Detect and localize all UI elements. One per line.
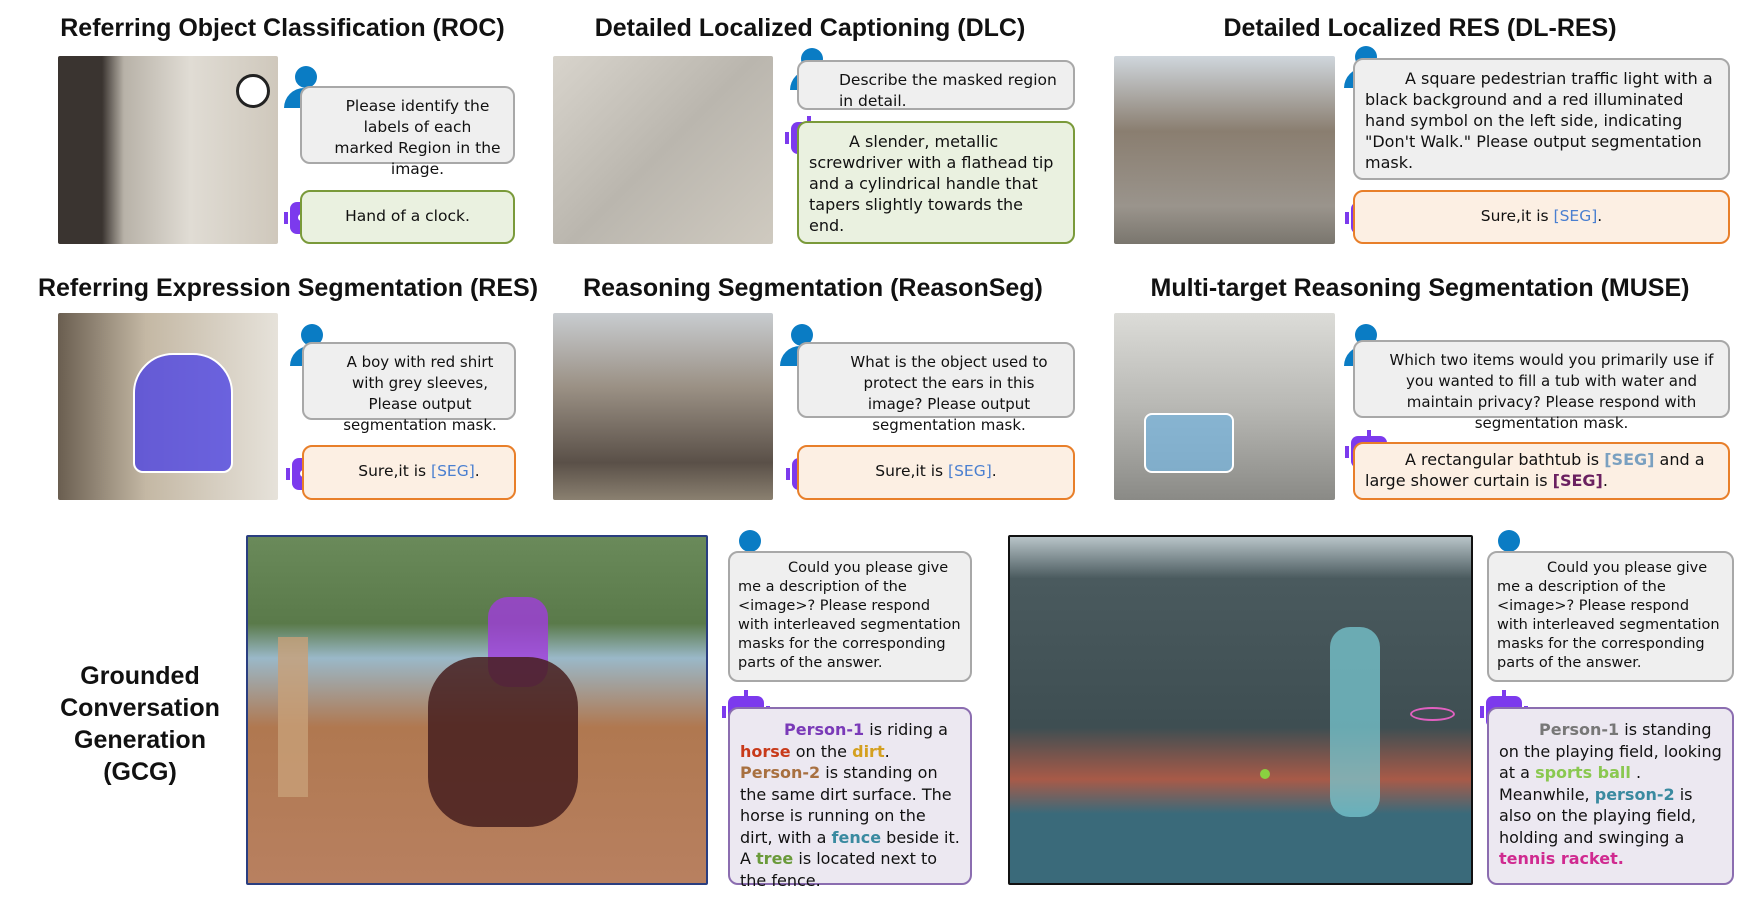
dlres-bot-bubble: Sure,it is [SEG]. [1353, 190, 1730, 244]
tennis-racket-mask [1410, 707, 1455, 721]
reasonseg-title: Reasoning Segmentation (ReasonSeg) [583, 274, 1043, 302]
reasonseg-bot-bubble: Sure,it is [SEG]. [797, 445, 1075, 500]
entity-dirt: dirt [852, 741, 885, 761]
bot-text: is standing on the same dirt surface. Th… [740, 763, 952, 847]
entity-person-2: person-2 [1594, 784, 1675, 804]
muse-user-bubble: Which two items would you primarily use … [1353, 340, 1730, 432]
entity-horse: horse [740, 741, 791, 761]
dlc-user-bubble: Describe the masked region in detail. [797, 60, 1075, 110]
res-bot-bubble: Sure,it is [SEG]. [302, 445, 516, 500]
roc-title: Referring Object Classification (ROC) [60, 14, 505, 42]
hallway-image [58, 56, 278, 244]
gcg2-bot-bubble: Person-1 is standing on the playing fiel… [1487, 707, 1734, 885]
construction-image [553, 313, 773, 500]
sports-ball-mask [1260, 769, 1270, 779]
entity-person-1: Person-1 [1539, 720, 1620, 739]
tools-image [553, 56, 773, 244]
gcg2-user-bubble: Could you please give me a description o… [1487, 551, 1734, 682]
entity-tree: tree [756, 849, 794, 868]
entity-person-1: Person-1 [784, 720, 865, 739]
bot-text: . Meanwhile, [1499, 763, 1642, 804]
res-user-bubble: A boy with red shirt with grey sleeves, … [302, 342, 516, 434]
bot-text: . [1597, 207, 1603, 225]
dlc-title: Detailed Localized Captioning (DLC) [594, 14, 1026, 42]
roc-user-bubble: Please identify the labels of each marke… [300, 86, 515, 178]
bot-text: on the [790, 741, 853, 761]
gcg1-user-bubble: Could you please give me a description o… [728, 551, 972, 682]
bot-text: Sure,it is [358, 462, 432, 480]
bot-text: is also on the playing field, holding an… [1499, 784, 1697, 847]
seg-token: [SEG] [1552, 471, 1603, 490]
seg-token: [SEG] [1553, 207, 1598, 225]
seg-token: [SEG] [431, 462, 475, 480]
bot-text: Sure,it is [875, 462, 949, 480]
roc-bot-bubble: Hand of a clock. [300, 190, 515, 244]
tennis-image [1008, 535, 1473, 885]
bot-text: . [474, 462, 480, 480]
seg-token: [SEG] [1604, 450, 1655, 469]
bot-text: is located next to the fence. [740, 849, 938, 890]
gcg1-bot-bubble: Person-1 is riding a horse on the dirt. … [728, 707, 972, 890]
person-2-mask [278, 637, 308, 797]
bot-text: A rectangular bathtub is [1405, 450, 1605, 469]
muse-bot-bubble: A rectangular bathtub is [SEG] and a lar… [1353, 442, 1730, 500]
bot-text: . [884, 741, 890, 761]
dlc-bot-bubble: A slender, metallic screwdriver with a f… [797, 121, 1075, 244]
horse-mask [428, 657, 578, 827]
reasonseg-user-bubble: What is the object used to protect the e… [797, 342, 1075, 434]
bot-text: . [991, 462, 997, 480]
clock-icon [236, 74, 270, 108]
bot-text: is riding a [864, 720, 948, 739]
bot-text: is standing on the playing field, lookin… [1499, 720, 1722, 782]
res-title: Referring Expression Segmentation (RES) [37, 274, 539, 302]
bathtub-mask [1144, 413, 1234, 473]
bot-text: Sure,it is [1480, 207, 1554, 225]
entity-tennis-racket: tennis racket. [1499, 849, 1624, 868]
dlres-title: Detailed Localized RES (DL-RES) [1223, 14, 1617, 42]
entity-person-2: Person-2 [740, 763, 821, 782]
bot-text: . [1602, 471, 1608, 490]
bot-text: and a large shower curtain is [1365, 450, 1705, 490]
street-image [1114, 56, 1335, 244]
gcg-label: Grounded Conversation Generation (GCG) [60, 662, 220, 786]
seg-token: [SEG] [948, 462, 992, 480]
bathroom-image [1114, 313, 1335, 500]
horse-riding-image [246, 535, 708, 885]
segmentation-mask [133, 353, 233, 473]
boys-image [58, 313, 278, 500]
bot-text: beside it. A [740, 827, 960, 869]
person-2-mask [1330, 627, 1380, 817]
muse-title: Multi-target Reasoning Segmentation (MUS… [1150, 274, 1690, 302]
entity-fence: fence [831, 827, 882, 847]
dlres-user-bubble: A square pedestrian traffic light with a… [1353, 58, 1730, 180]
entity-sports-ball: sports ball [1535, 763, 1631, 782]
